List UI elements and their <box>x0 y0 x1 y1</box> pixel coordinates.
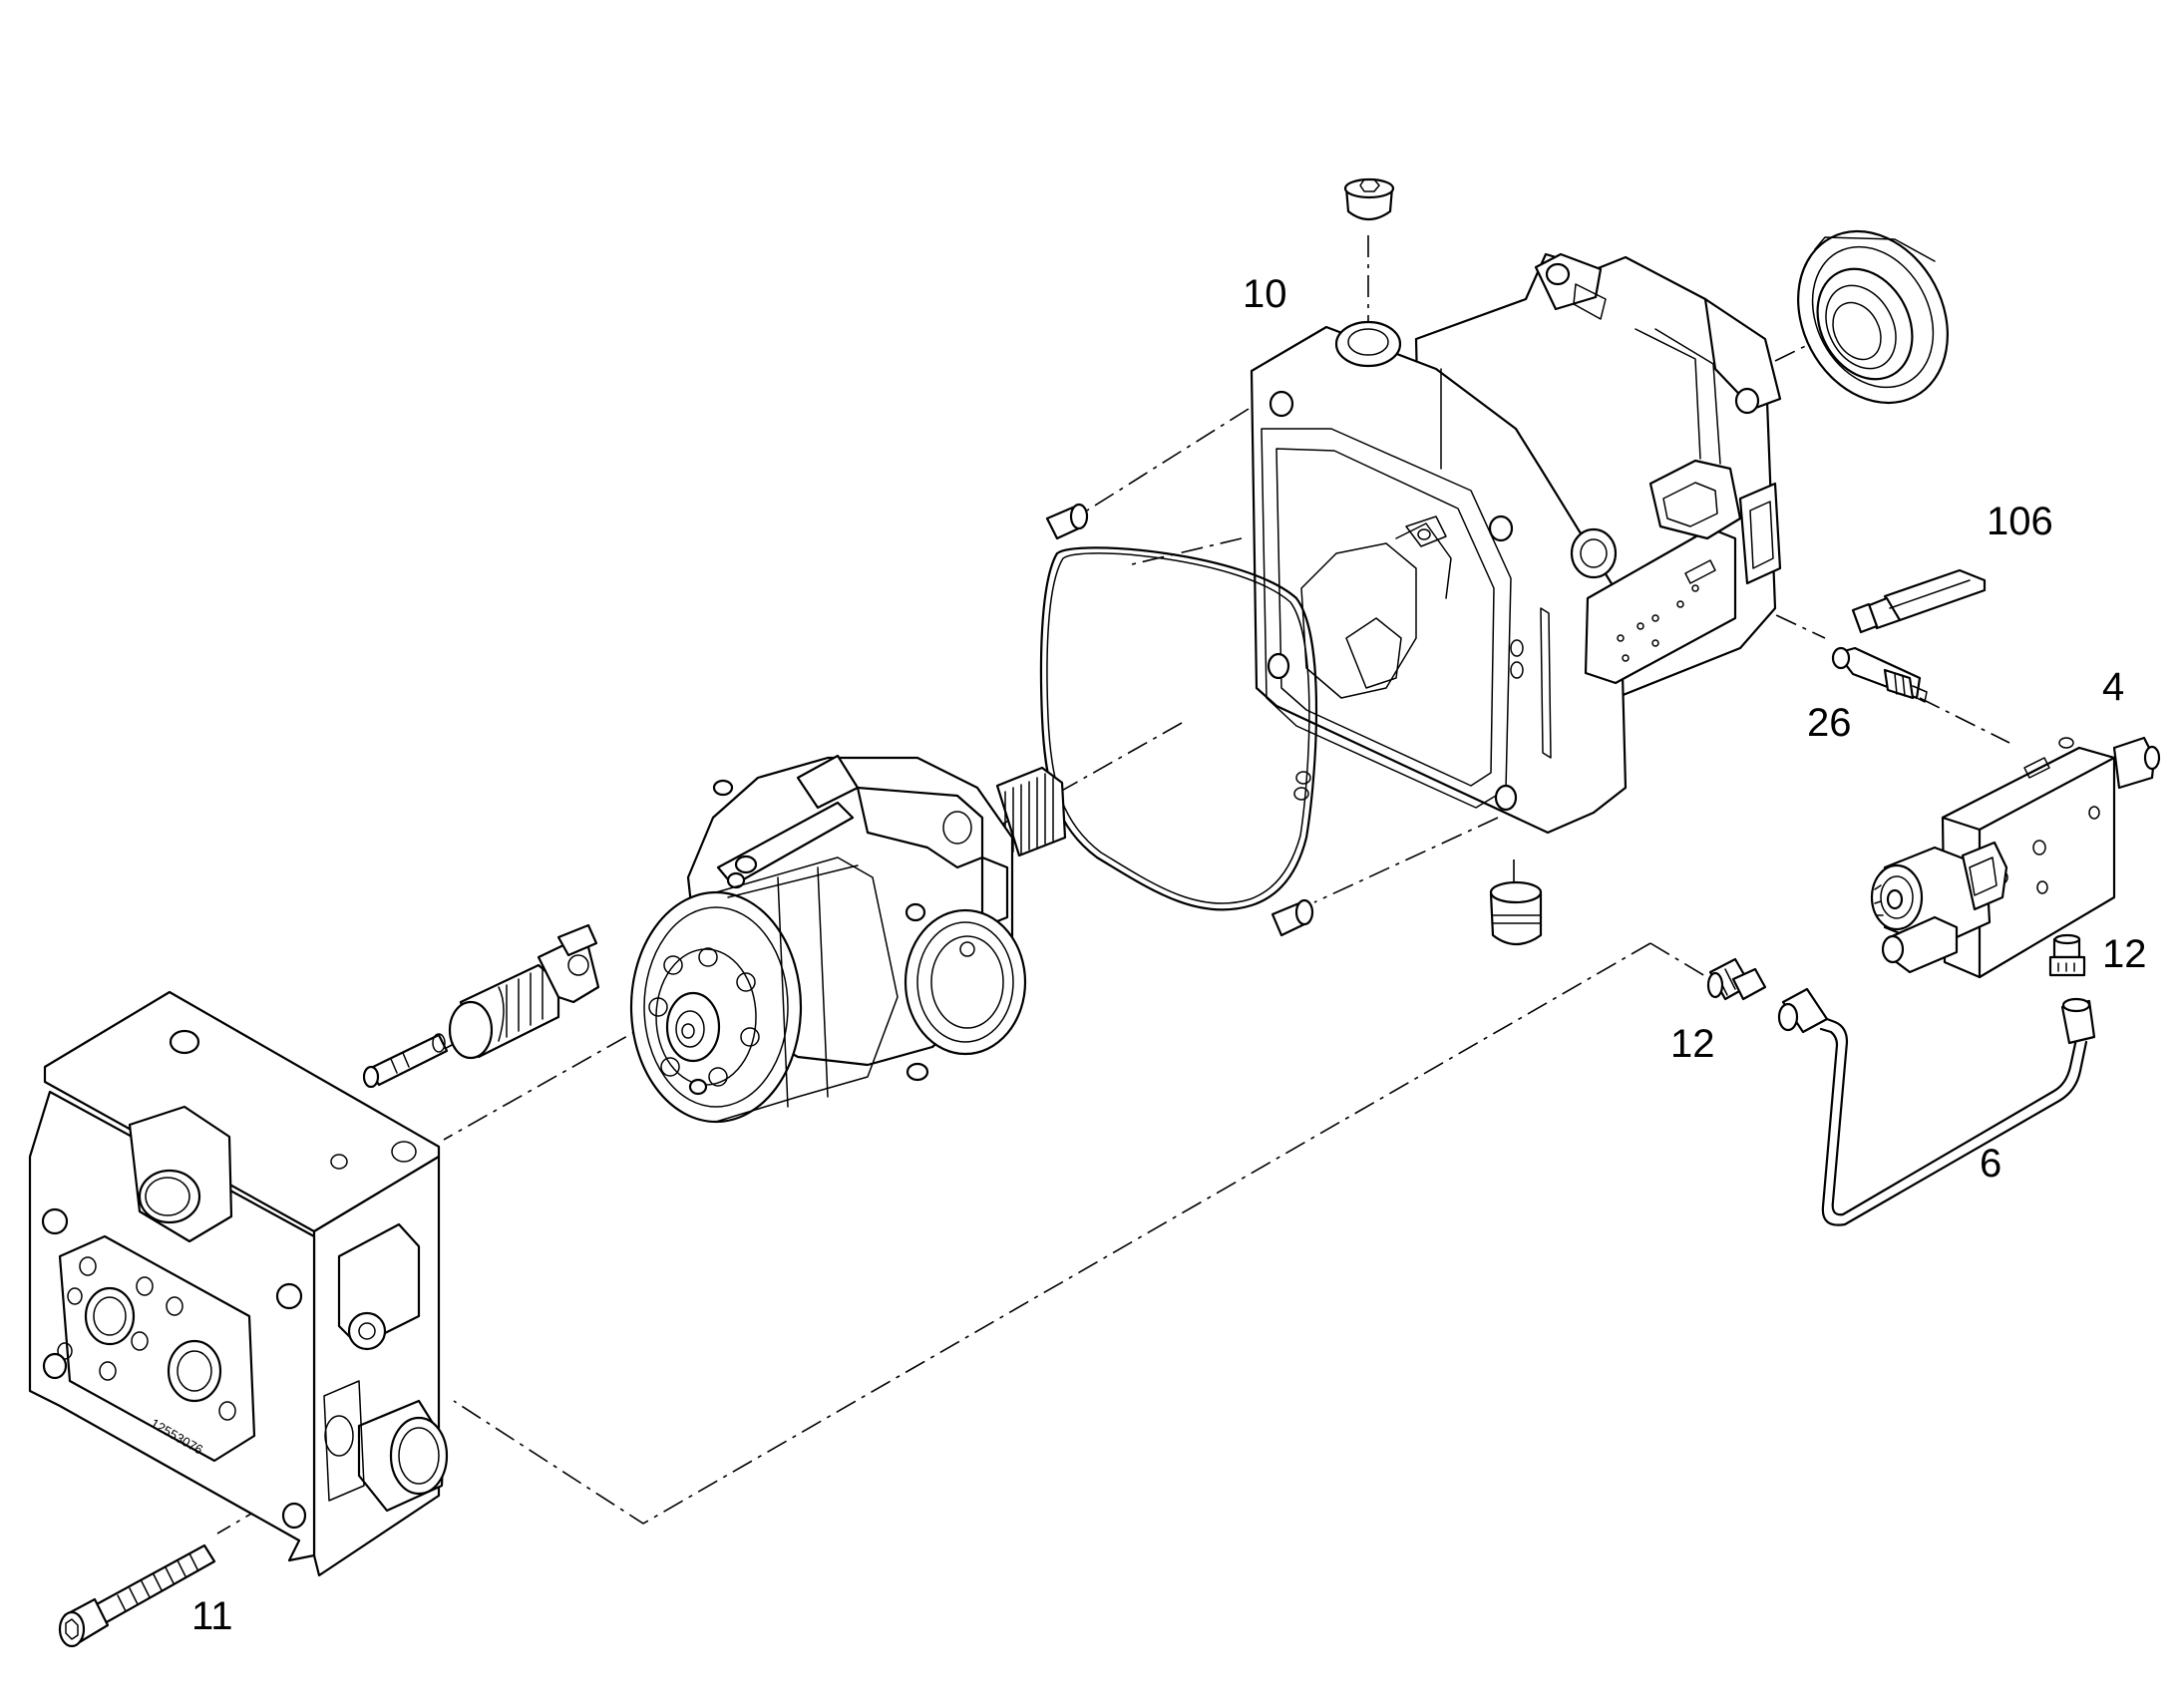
callout-26: 26 <box>1807 701 1852 745</box>
callout-106: 106 <box>1987 500 2053 543</box>
dowel-sleeve-lower <box>1271 898 1314 937</box>
pressure-valve <box>1831 646 1928 703</box>
fitting-left <box>1706 957 1767 1001</box>
control-piston-spring <box>448 923 600 1060</box>
screw-plug-top <box>1343 177 1395 221</box>
callout-6: 6 <box>1980 1142 2001 1186</box>
shaft-seal-ring <box>1797 229 1949 405</box>
callout-labels: 10 106 4 26 12 12 6 11 <box>191 272 2147 1638</box>
port-plate-end-cover: 12553076 <box>28 990 449 1577</box>
control-pin <box>362 1033 449 1089</box>
pump-housing <box>1250 252 1782 835</box>
sealant-tube <box>1851 568 1987 634</box>
callout-4: 4 <box>2102 665 2124 709</box>
rotary-group <box>629 754 1067 1124</box>
screw-plug-bottom <box>1489 880 1543 946</box>
pipe-line <box>1777 987 2096 1226</box>
housing-gasket <box>1039 546 1318 911</box>
callout-11: 11 <box>191 1594 233 1638</box>
callout-12-right: 12 <box>2102 932 2147 976</box>
solenoid-valve-block <box>1870 736 2161 979</box>
callout-12-left: 12 <box>1670 1022 1715 1066</box>
socket-head-screw <box>58 1543 216 1648</box>
fitting-right <box>2048 933 2086 977</box>
dowel-sleeve-upper <box>1045 503 1089 540</box>
callout-10: 10 <box>1243 272 1287 316</box>
